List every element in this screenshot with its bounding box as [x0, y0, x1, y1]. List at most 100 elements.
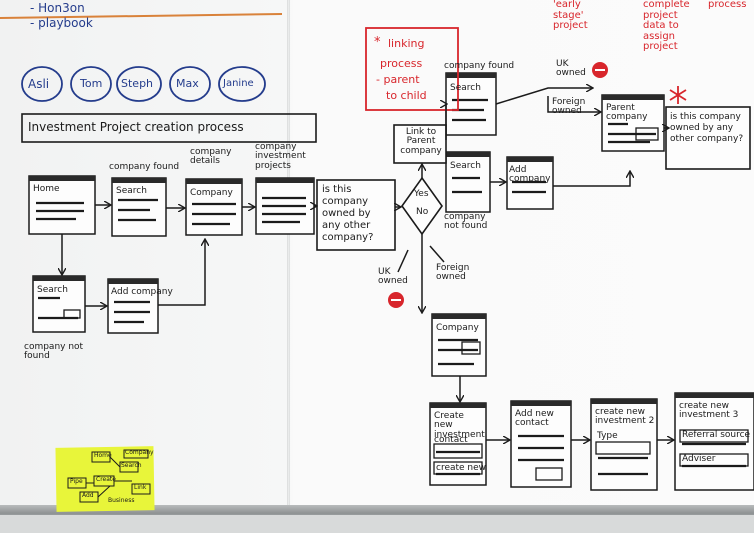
label-company-not-found-left: company not found	[24, 342, 84, 362]
scribble	[452, 176, 482, 194]
team-circle-steph	[116, 66, 162, 102]
sticky-line	[86, 456, 132, 498]
sticky-word: Create	[96, 476, 116, 483]
sticky-word: Add	[82, 492, 94, 499]
screen-search-right2	[445, 151, 491, 213]
connector-line	[397, 249, 409, 273]
sticky-word: Pipe	[70, 478, 83, 485]
screen-header-bar	[446, 152, 490, 157]
screen-header-bar	[507, 157, 553, 162]
label-yes: Yes	[414, 189, 429, 199]
red-note-line: linking	[388, 37, 425, 50]
scribble	[512, 180, 546, 194]
screen-search-below	[32, 275, 86, 333]
screen-title-add-new-contact: Add new contact	[515, 409, 554, 429]
board-seam	[287, 0, 290, 505]
screen-header-bar	[430, 403, 486, 408]
screen-header-bar	[432, 314, 486, 319]
screen-header-bar	[112, 178, 166, 183]
screen-header-bar	[33, 276, 85, 281]
scribble	[598, 456, 648, 476]
screen-search-left	[111, 177, 167, 237]
scribble	[192, 202, 236, 226]
label-company-investment-projects: company investment projects	[255, 142, 306, 171]
scribble	[36, 201, 84, 221]
team-name: Janine	[223, 78, 254, 89]
arrow	[547, 96, 600, 112]
team-circle-janine	[218, 66, 266, 102]
screen-title-search-left: Search	[116, 186, 147, 196]
screen-label-referral-source: Referral source	[682, 430, 751, 440]
scribble	[438, 338, 478, 366]
screen-title-add-company-right: Add company	[509, 165, 551, 185]
screen-title-search-right: Search	[450, 83, 481, 93]
orange-underline	[0, 13, 283, 19]
sticky-box	[131, 483, 151, 495]
bottom-paper-strip	[0, 515, 754, 533]
screen-title-search-below: Search	[37, 285, 68, 295]
label-uk-owned-top: UK owned	[556, 59, 586, 79]
link-to-parent-box	[393, 124, 447, 164]
label-company-found-left: company found	[109, 162, 180, 172]
sticky-word: Company	[125, 449, 154, 456]
screen-label-contact: contact	[434, 435, 468, 445]
red-note-star: *	[374, 35, 381, 50]
arrow	[553, 172, 630, 187]
screen-header-bar	[675, 393, 754, 398]
screen-header-bar	[446, 73, 496, 78]
scribble	[518, 434, 564, 462]
team-name: Steph	[121, 77, 154, 90]
connector-line	[429, 245, 445, 263]
label-uk-owned-bottom: UK owned	[378, 267, 408, 287]
screen-title-company-left: Company	[190, 188, 233, 198]
screen-title-search-right2: Search	[450, 161, 481, 171]
red-note-box	[365, 27, 459, 111]
question-left: is this company owned by any other compa…	[322, 184, 374, 243]
sticky-word: Search	[121, 462, 142, 469]
screen-header-bar	[186, 179, 242, 184]
arrow	[495, 88, 592, 105]
scribble	[114, 300, 150, 324]
input-box	[679, 453, 749, 467]
diagram-title: Investment Project creation process	[28, 120, 244, 134]
red-top-early-stage: 'early stage' project	[553, 0, 588, 31]
screen-header-bar	[511, 401, 571, 406]
red-note-line: - parent	[376, 73, 420, 86]
screen-label-create-new: create new	[436, 463, 487, 473]
screen-header-bar	[108, 279, 158, 284]
input-box	[635, 127, 659, 141]
scribble	[118, 198, 158, 222]
decision-diamond	[401, 176, 443, 236]
sticky-word: Home	[94, 452, 112, 459]
top-left-line-1: - Hon3on	[30, 1, 85, 15]
red-note-line: to child	[386, 89, 427, 102]
label-company-details: company details	[190, 147, 232, 167]
sticky-word: Business	[108, 497, 135, 504]
input-box	[63, 309, 81, 319]
screen-add-new-contact	[510, 400, 572, 488]
screen-title-create-investment-3: create new investment 3	[679, 401, 739, 421]
team-name: Asli	[28, 77, 50, 91]
link-to-parent-label: Link to Parent company	[400, 127, 442, 156]
input-box	[679, 429, 749, 443]
team-name: Tom	[80, 77, 103, 90]
input-box	[461, 341, 481, 355]
team-name: Max	[176, 77, 199, 90]
screen-title-create-investment: Create new investment	[434, 411, 485, 440]
red-note-line: process	[380, 57, 423, 70]
screen-header-bar	[256, 178, 314, 183]
sticky-word: Link	[134, 484, 147, 491]
screen-title-create-investment-2: create new investment 2	[595, 407, 655, 427]
screen-header-bar	[591, 399, 657, 404]
label-company-found-right: company found	[444, 61, 515, 71]
input-box	[433, 461, 483, 475]
decision-box-left	[316, 179, 396, 251]
input-box	[433, 443, 483, 459]
label-no: No	[416, 207, 429, 217]
screen-label-type: Type	[597, 431, 618, 441]
screen-header-bar	[602, 95, 664, 100]
scribble	[262, 196, 306, 224]
top-left-line-2: - playbook	[30, 16, 93, 30]
label-company-not-found-right: company not found	[444, 212, 488, 232]
